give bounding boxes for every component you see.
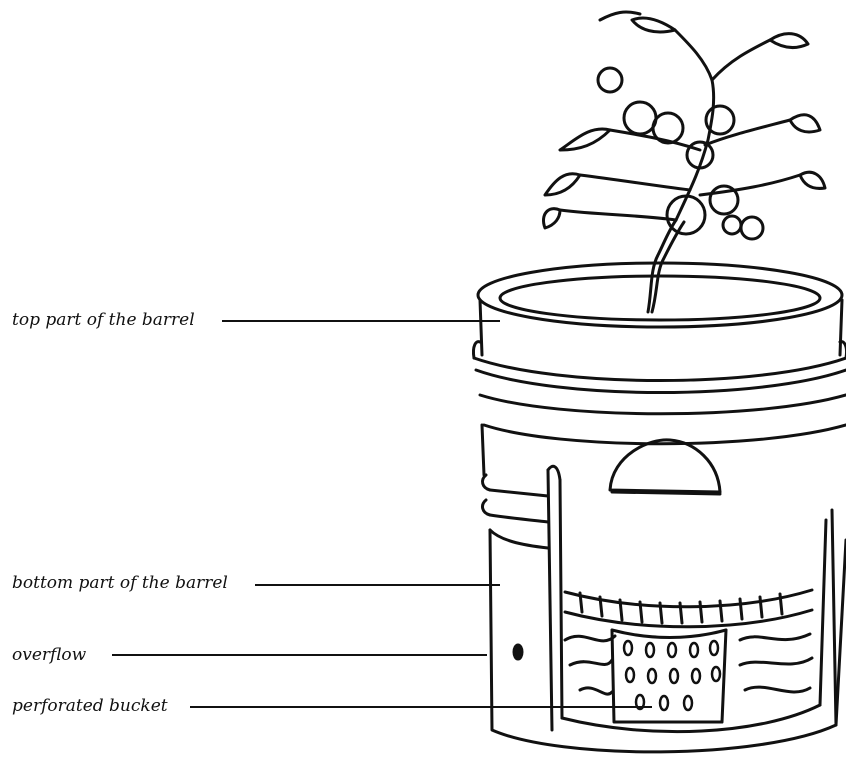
- callout-perforated-bucket: perforated bucket: [12, 698, 168, 715]
- leader-line-overflow: [112, 654, 487, 656]
- callout-bottom-part: bottom part of the barrel: [12, 575, 228, 592]
- tomato: [598, 68, 622, 92]
- leader-line-bottom-part: [255, 584, 500, 586]
- leader-line-perforated-bucket: [190, 706, 652, 708]
- tomato: [741, 217, 763, 239]
- tomato: [624, 102, 656, 134]
- callout-overflow: overflow: [12, 647, 86, 664]
- viewing-window: [610, 440, 720, 492]
- tomato: [653, 113, 683, 143]
- overflow-hole: [514, 645, 522, 659]
- top-barrel-drawing: [473, 263, 846, 494]
- callout-top-part: top part of the barrel: [12, 312, 195, 329]
- top-band: [474, 358, 846, 381]
- bottom-barrel-wall: [490, 530, 846, 752]
- tomato: [723, 216, 741, 234]
- cutaway-edge: [548, 470, 552, 730]
- bottom-barrel-drawing: [483, 466, 846, 752]
- leader-line-top-part: [222, 320, 500, 322]
